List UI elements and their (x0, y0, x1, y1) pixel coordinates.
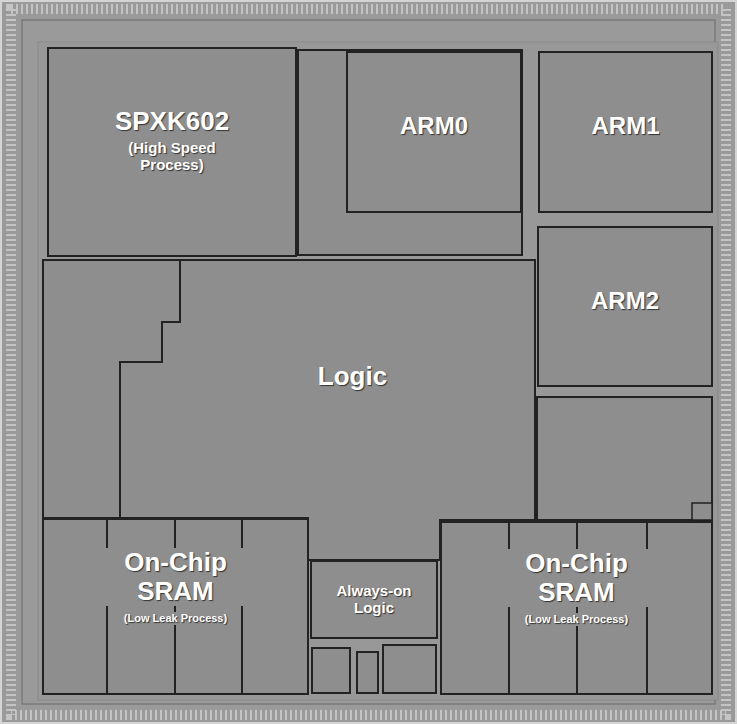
sram-banks (44, 520, 307, 693)
unlabeled-block (383, 645, 436, 693)
region-outline (120, 260, 535, 560)
block-name: Logic (318, 362, 387, 391)
process-note: (Low Leak Process) (522, 613, 631, 625)
region-outline (118, 258, 537, 562)
block-name: ARM2 (591, 288, 659, 315)
processor-block: ARM1 (538, 51, 713, 213)
text-holder: ARM1 (540, 53, 711, 211)
text-holder: Logic (118, 258, 537, 562)
text-holder: ARM0 (348, 53, 520, 211)
block-name: Always-on Logic (319, 583, 429, 617)
processor-block: ARM0 (346, 51, 522, 213)
block-name: On-Chip SRAM (489, 549, 665, 607)
unlabeled-block (298, 50, 522, 255)
processor-block: SPXK602 (High Speed Process) (47, 47, 297, 257)
unlabeled-block (692, 503, 712, 520)
unlabeled-block (537, 397, 712, 520)
seal-ring (22, 20, 715, 704)
processor-block: ARM2 (537, 226, 713, 387)
logic-region: Logic (118, 258, 537, 562)
always-on-block: Always-on Logic (310, 560, 438, 639)
unlabeled-block (312, 648, 350, 693)
bank-divider (106, 520, 108, 693)
process-note: (High Speed Process) (107, 140, 237, 174)
pad-ring (11, 9, 726, 715)
block-name: ARM1 (591, 113, 659, 140)
text-holder: SPXK602 (High Speed Process) (49, 49, 295, 255)
text-holder: Always-on Logic (312, 562, 436, 637)
unlabeled-block (357, 652, 378, 693)
text-holder: On-Chip SRAM (Low Leak Process) (44, 520, 307, 693)
sram-block: On-Chip SRAM (Low Leak Process) (42, 518, 309, 695)
sram-block: On-Chip SRAM (Low Leak Process) (440, 521, 713, 695)
core-area (38, 42, 718, 700)
block-name: ARM0 (400, 113, 468, 140)
block-name: On-Chip SRAM (88, 548, 264, 606)
process-note: (Low Leak Process) (121, 612, 230, 624)
text-holder: ARM2 (539, 228, 711, 385)
bank-divider (174, 520, 176, 693)
bank-divider (241, 520, 243, 693)
text-holder: On-Chip SRAM (Low Leak Process) (442, 523, 711, 693)
block-name: SPXK602 (115, 107, 229, 136)
